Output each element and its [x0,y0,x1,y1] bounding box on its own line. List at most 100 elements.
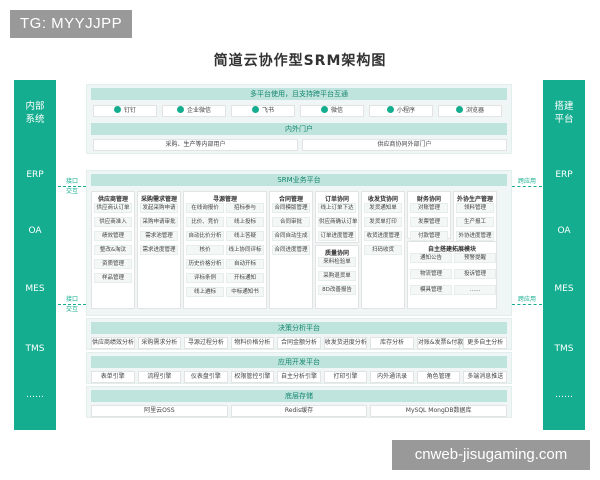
channel-tag: TG: MYYJJPP [10,10,133,38]
quality-item: 8D改善报告 [318,285,356,295]
module-column-0-title: 供应商管理 [97,196,128,203]
module-item: 自动比价分析 [186,231,224,241]
module-item: 线上投标 [226,217,264,227]
internal-system-mes: MES [25,284,45,294]
devplatform-header: 应用开发平台 [91,356,507,368]
module-item: 评标条例 [186,273,224,283]
decision-item: 供应商绩效分析 [91,337,135,349]
module-item: 对账管理 [410,203,448,213]
srm-business-panel: SRM业务平台 供应商管理供应商认订单供应商准入绩效管理整改&淘汰资质管理样品管… [86,170,512,316]
module-column-2: 寻源管理在线询报价招标参与比价、竞价线上投标自动比价分析线上答疑核价线上协同评标… [183,191,267,309]
devplatform-item: 内外通讯录 [370,371,414,383]
storage-item: MySQL MongDB数据库 [370,405,507,417]
module-item: 样品管理 [94,273,132,283]
decision-item: 库存分析 [370,337,414,349]
portal-header: 内外门户 [91,123,507,135]
site-watermark: cnweb-jisugaming.com [392,440,590,470]
platform-tms: TMS [554,344,574,354]
platform-browser: 浏览器 [438,105,502,117]
left-bottom-connector: 接口 交互 [58,296,86,313]
access-layer-panel: 多平台使用，且支持跨平台互通 钉钉 企业微信 飞书 微信 小程序 浏览器 内外门… [86,84,512,154]
extension-column: 自主搭建拓展模块通知公告预警提醒物流管理投诉管理模具管理…… [407,241,497,309]
module-column-2-title: 寻源管理 [212,196,237,203]
module-item: 合同自动生成 [272,231,310,241]
external-portal: 供应商协同外部门户 [302,139,507,151]
extension-item: …… [454,285,496,295]
module-column-4: 订单协同线上订单下达供应商确认订单订单进度管理 [315,191,359,243]
internal-portal: 采购、生产等内部用户 [93,139,298,151]
module-item: 订单进度管理 [318,231,356,241]
quality-item: 采购退货单 [318,271,356,281]
module-item: 领料管理 [456,203,494,213]
devplatform-item: 打印引擎 [323,371,368,383]
module-item: 发货通知单 [364,203,402,213]
left-top-connector: 接口 交互 [58,178,86,195]
extension-item: 投诉管理 [454,269,496,279]
internal-system-oa: OA [28,226,42,236]
devplatform-item: 多端消息推送 [463,371,507,383]
decision-panel: 决策分析平台 供应商绩效分析采购需求分析寻源过程分析物料价格分析合同金额分析收发… [86,318,512,350]
module-item: 招标参与 [226,203,264,213]
module-item: 绩效管理 [94,231,132,241]
module-item: 开标通知 [226,273,264,283]
platform-oa: OA [557,226,571,236]
decision-item: 合同金额分析 [277,337,321,349]
module-item: 合同进度管理 [272,245,310,255]
right-bottom-arrow [512,304,542,305]
internal-system-erp: ERP [26,170,44,180]
module-item: 历史价格分析 [186,259,224,269]
right-top-arrow [512,186,542,187]
module-item: 需求池管理 [140,231,178,241]
multi-platform-header: 多平台使用，且支持跨平台互通 [91,88,507,100]
decision-item: 寻源过程分析 [184,337,228,349]
quality-column-title: 质量协同 [324,250,349,257]
feishu-icon [251,106,259,113]
module-item: 线上答疑 [226,231,264,241]
devplatform-item: 角色管理 [416,371,461,383]
module-item: 核价 [186,245,224,255]
module-item: 资质管理 [94,259,132,269]
module-item: 付款管理 [410,231,448,241]
module-item: 扫码收货 [364,245,402,255]
devplatform-item: 权限管控引擎 [230,371,275,383]
module-item: 发货单打印 [364,217,402,227]
extension-column-title: 自主搭建拓展模块 [427,246,476,253]
srm-business-header: SRM业务平台 [91,174,507,186]
decision-item: 对账&发票&付款分析 [416,337,475,349]
module-item: 合同审批 [272,217,310,227]
module-item: 外协进度管理 [456,231,494,241]
devplatform-item: 流程引擎 [137,371,182,383]
module-column-5: 收发货协同发货通知单发货单打印收货进度管理扫码收货 [361,191,405,309]
devplatform-item: 自主分析引擎 [277,371,321,383]
module-item: 线上遴标 [186,287,224,297]
platform-miniprogram: 小程序 [369,105,433,117]
module-column-4-title: 订单协同 [324,196,349,203]
right-top-connector: 跨应用 [512,178,542,187]
module-item: 整改&淘汰 [94,245,132,255]
storage-item: Redis缓存 [230,405,368,417]
module-item: 在线询报价 [186,203,224,213]
module-item: 发起采购申请 [140,203,178,213]
extension-item: 物流管理 [410,269,452,279]
module-item: 中标通知书 [226,287,264,297]
dingtalk-icon [113,106,121,113]
decision-item: 采购需求分析 [137,337,182,349]
build-platform-panel: 搭建 平台 ERP OA MES TMS …… [543,80,585,430]
module-column-0: 供应商管理供应商认订单供应商准入绩效管理整改&淘汰资质管理样品管理 [91,191,135,309]
devplatform-item: 仪表盘引擎 [184,371,228,383]
decision-header: 决策分析平台 [91,322,507,334]
right-bottom-connector: 跨应用 [512,296,542,305]
module-column-7-title: 外协生产管理 [456,196,493,203]
internal-system-tms: TMS [25,344,45,354]
platform-erp: ERP [555,170,573,180]
decision-item: 物料价格分析 [230,337,275,349]
module-column-6: 财务协同对账管理发票管理付款管理 [407,191,451,241]
left-bottom-arrow [58,304,86,305]
module-item: 需求进度管理 [140,245,178,255]
module-column-6-title: 财务协同 [416,196,441,203]
module-item: 比价、竞价 [186,217,224,227]
wecom-icon [176,106,184,113]
module-column-3: 合同管理合同模版管理合同审批合同自动生成合同进度管理 [269,191,313,309]
